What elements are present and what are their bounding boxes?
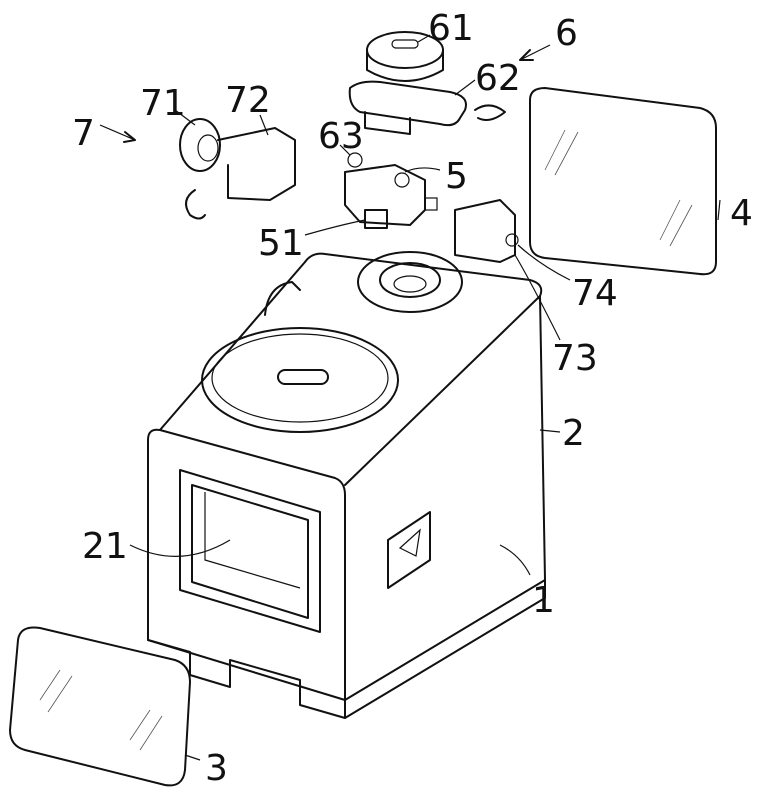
label-6: 6 (555, 13, 578, 54)
assembly-7 (179, 118, 296, 220)
label-71: 71 (140, 83, 186, 124)
mount-block-5 (344, 152, 438, 229)
label-73: 73 (552, 338, 598, 379)
label-2: 2 (562, 413, 585, 454)
block-73 (454, 199, 519, 263)
label-61: 61 (428, 8, 474, 49)
label-51: 51 (258, 223, 304, 264)
rear-cover-4 (529, 87, 717, 276)
label-62: 62 (475, 58, 521, 99)
housing-body (147, 251, 546, 719)
label-3: 3 (205, 748, 228, 789)
label-4: 4 (730, 193, 753, 234)
adjuster-6 (348, 31, 506, 135)
label-72: 72 (225, 80, 271, 121)
label-63: 63 (318, 116, 364, 157)
reference-labels: 61 6 62 72 71 7 63 5 4 51 74 73 2 21 1 3 (72, 8, 753, 789)
leader-lines (99, 34, 721, 761)
label-21: 21 (82, 526, 128, 567)
label-74: 74 (572, 273, 618, 314)
front-cover-3 (9, 626, 191, 787)
label-1: 1 (532, 580, 555, 621)
label-5: 5 (445, 156, 468, 197)
label-7: 7 (72, 113, 95, 154)
